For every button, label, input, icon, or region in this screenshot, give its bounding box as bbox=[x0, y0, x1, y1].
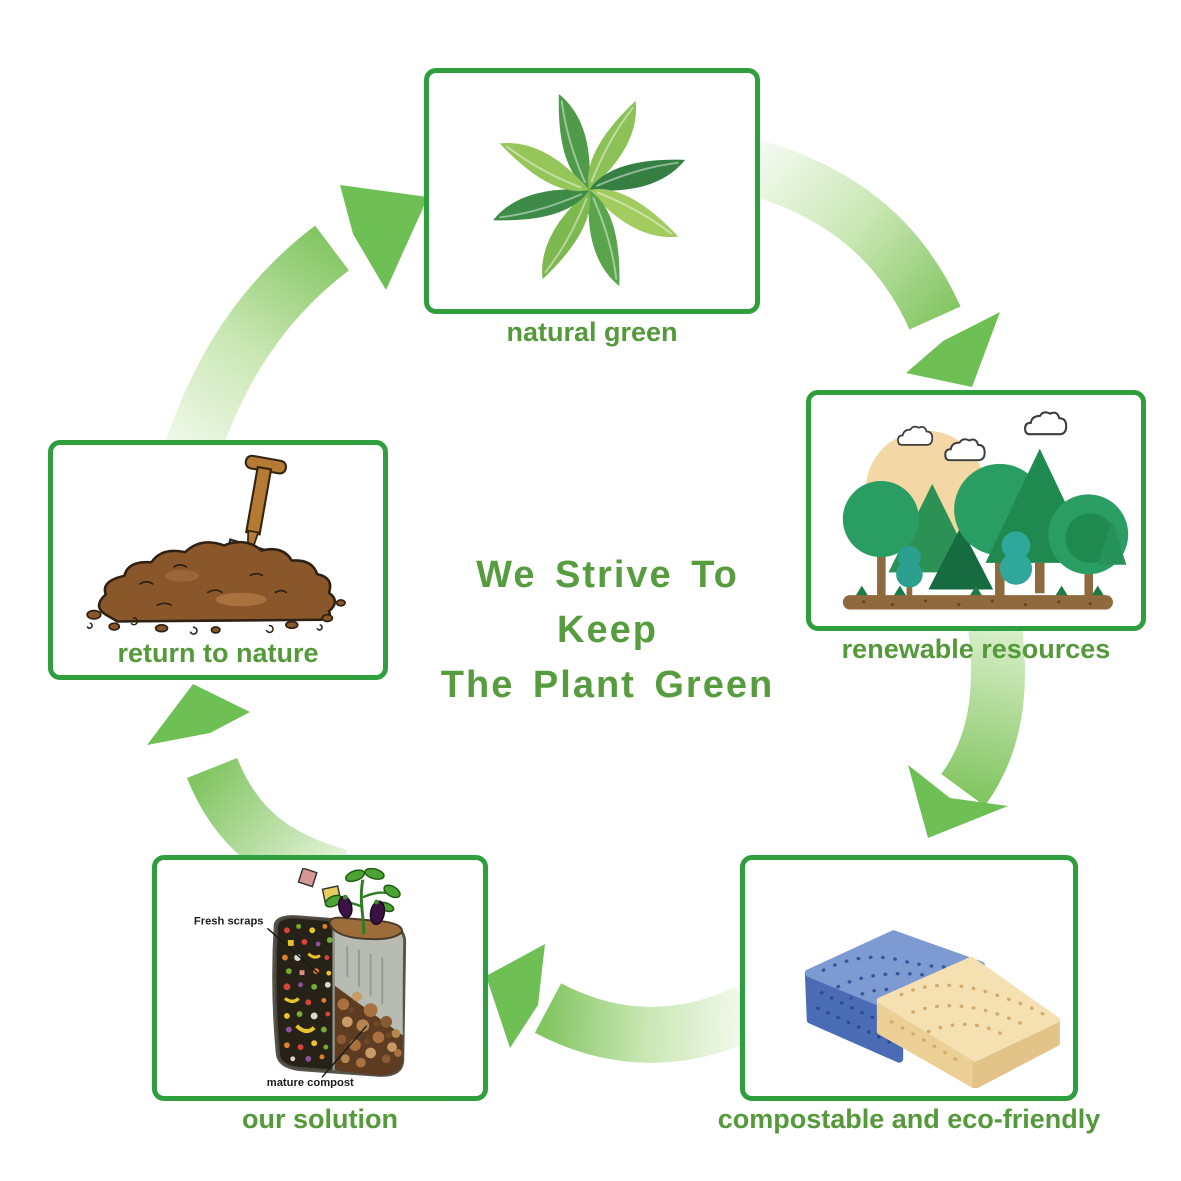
node-label: natural green bbox=[506, 317, 678, 347]
node-label: compostable and eco-friendly bbox=[717, 1104, 1101, 1134]
node-natural-green: natural green bbox=[424, 68, 760, 346]
node-compostable: compostable and eco-friendly bbox=[718, 855, 1100, 1133]
node-label: renewable resources bbox=[841, 634, 1111, 664]
arrow-top-to-right bbox=[738, 137, 1000, 387]
mature-compost-annotation: mature compost bbox=[267, 1077, 354, 1088]
two-sponges-illustration bbox=[804, 930, 1060, 1088]
arrow-bottomleft-to-left bbox=[147, 684, 348, 903]
node-label: our solution bbox=[242, 1104, 398, 1134]
arrow-bottomright-to-bottomleft bbox=[486, 944, 760, 1063]
center-title: We Strive To Keep The Plant Green bbox=[420, 548, 795, 713]
node-renewable-resources: renewable resources bbox=[806, 390, 1146, 663]
mature-compost-leader-line bbox=[321, 1025, 368, 1078]
node-return-to-nature: return to nature bbox=[48, 440, 388, 680]
arrow-left-to-top bbox=[158, 185, 428, 481]
node-our-solution: Fresh scraps mature compost our solution bbox=[152, 855, 488, 1133]
fresh-scraps-leader-line bbox=[266, 927, 321, 976]
title-line-2: The Plant Green bbox=[440, 664, 775, 707]
title-line-1: We Strive To Keep bbox=[476, 554, 739, 652]
watercolor-leaves-illustration bbox=[493, 94, 686, 287]
compost-bin-illustration: Fresh scraps mature compost bbox=[194, 868, 407, 1088]
node-label: return to nature bbox=[117, 638, 319, 668]
flat-forest-illustration bbox=[842, 411, 1129, 610]
arrow-right-to-bottomright bbox=[908, 624, 1025, 838]
soil-pile-illustration bbox=[86, 454, 346, 635]
fresh-scraps-annotation: Fresh scraps bbox=[194, 915, 264, 927]
